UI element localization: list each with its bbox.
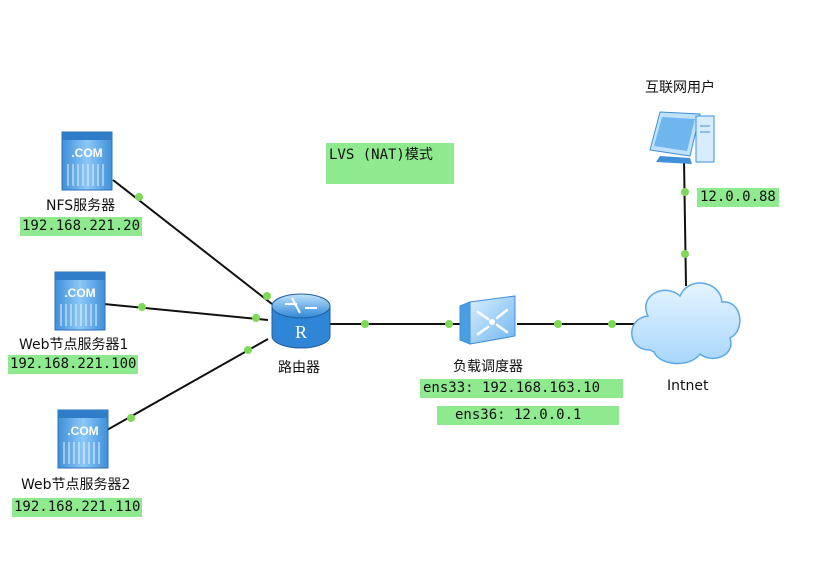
internet-user-label: 互联网用户: [645, 80, 715, 96]
lb-ens36-label: ens36: 12.0.0.1: [437, 406, 619, 425]
router-label: 路由器: [278, 360, 320, 376]
nfs-ip-label: 192.168.221.20: [20, 217, 143, 236]
web2-ip-label: 192.168.221.110: [12, 498, 143, 517]
port-dot: [244, 346, 252, 354]
cloud-icon[interactable]: [631, 282, 741, 365]
diagram-title: LVS (NAT)模式: [326, 143, 454, 184]
web1-server-label: Web节点服务器1: [19, 337, 129, 353]
load-balancer-label: 负载调度器: [453, 359, 523, 375]
port-dot: [681, 250, 689, 258]
port-dot: [608, 320, 616, 328]
web2-server-icon[interactable]: .COM: [57, 409, 109, 469]
link-web1-router: [103, 303, 269, 321]
pc-icon[interactable]: [649, 111, 715, 164]
lb-ens33-label: ens33: 192.168.163.10: [420, 379, 623, 398]
web2-server-label: Web节点服务器2: [21, 477, 131, 493]
port-dot: [252, 314, 260, 322]
port-dot: [138, 303, 146, 311]
web1-server-icon[interactable]: .COM: [54, 271, 106, 331]
internet-label: Intnet: [667, 378, 709, 394]
web1-ip-label: 192.168.221.100: [8, 355, 139, 374]
server-icon-text: .COM: [71, 146, 102, 160]
port-dot: [127, 414, 135, 422]
link-web2-router: [106, 338, 269, 431]
user-ip-label: 12.0.0.88: [697, 188, 779, 207]
port-dot: [361, 320, 369, 328]
port-dot: [554, 320, 562, 328]
port-dot: [681, 188, 689, 196]
router-icon-text: R: [295, 322, 307, 342]
port-dot: [263, 292, 271, 300]
nfs-server-icon[interactable]: .COM: [61, 131, 113, 191]
load-balancer-icon[interactable]: [459, 295, 516, 345]
server-icon-text: .COM: [64, 286, 95, 300]
port-dot: [445, 320, 453, 328]
link-internet-user: [683, 159, 687, 287]
port-dot: [135, 193, 143, 201]
router-icon[interactable]: R: [271, 293, 331, 349]
nfs-server-label: NFS服务器: [46, 198, 116, 214]
server-icon-text: .COM: [67, 424, 98, 438]
